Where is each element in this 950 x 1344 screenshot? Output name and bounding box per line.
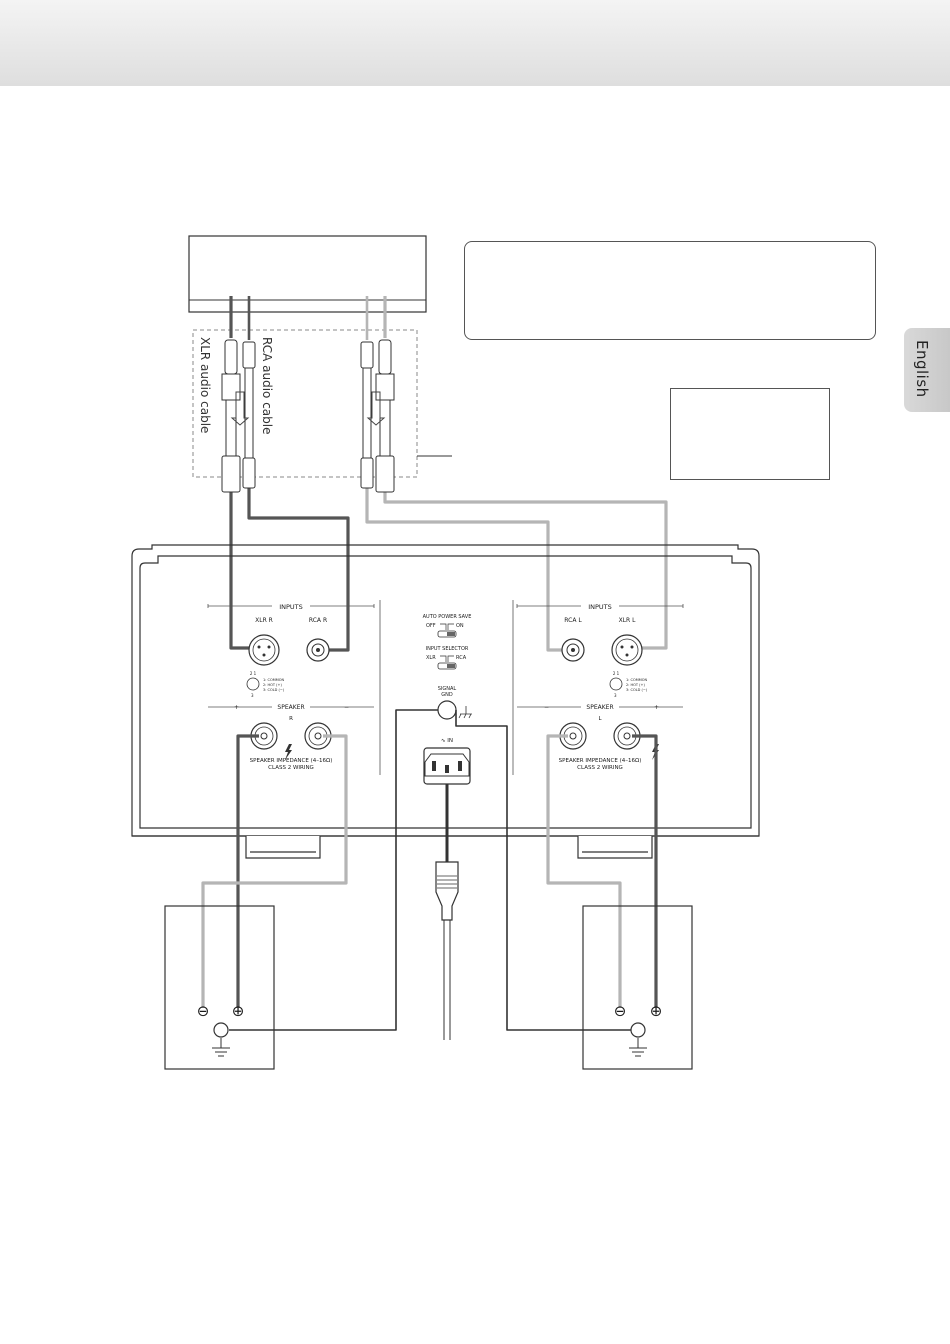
pin-line-2-r: 2: HOT (+)	[263, 683, 282, 687]
xlr-cable-label: XLR audio cable	[198, 337, 212, 433]
off-label: OFF	[426, 623, 436, 629]
ground-icon-r	[212, 1038, 230, 1057]
xlr-r-label: XLR R	[255, 617, 273, 624]
channel-l-section: INPUTS RCA L XLR L 2 1 3 1: COMMON 2: HO…	[544, 602, 659, 771]
impedance-line2-r: CLASS 2 WIRING	[268, 765, 314, 771]
pin-numbers-top-r: 2 1	[250, 671, 257, 676]
speaker-l-minus-symbol: ⊖	[614, 1002, 627, 1020]
cables-group	[229, 296, 668, 652]
channel-r-section: INPUTS XLR R RCA R 2 1 3 1: COMMON 2: HO…	[234, 602, 349, 771]
speaker-label-l: SPEAKER	[586, 704, 613, 711]
xlr-connectors-right	[221, 339, 256, 493]
rca-selector-label: RCA	[456, 655, 467, 661]
input-selector-label: INPUT SELECTOR	[426, 646, 469, 652]
pin-line-1-r: 1: COMMON	[263, 678, 285, 682]
note-box	[464, 241, 876, 340]
ground-icon-l	[629, 1038, 647, 1057]
inputs-label-r: INPUTS	[279, 603, 303, 611]
insert-arrow-left	[366, 391, 386, 426]
rca-r-label: RCA R	[309, 617, 327, 624]
pin-line-2-l: 2: HOT (+)	[626, 683, 645, 687]
pin-line-3-r: 3: COLD (−)	[263, 688, 285, 692]
impedance-line1-l: SPEAKER IMPEDANCE (4–16Ω)	[559, 758, 642, 764]
signal-gnd-terminal[interactable]	[437, 700, 457, 720]
channel-letter-l: L	[598, 716, 602, 722]
minus-mark-r: −	[344, 704, 349, 711]
pin-numbers-bottom-l: 3	[614, 693, 617, 698]
language-tab-label: English	[913, 340, 931, 398]
signal-label: SIGNAL	[438, 686, 457, 692]
speaker-label-r: SPEAKER	[277, 704, 304, 711]
speaker-l-plus-symbol: ⊕	[650, 1002, 663, 1020]
rca-l-label: RCA L	[564, 617, 582, 624]
speaker-r-minus-symbol: ⊖	[197, 1002, 210, 1020]
pin-numbers-bottom-r: 3	[251, 693, 254, 698]
impedance-line2-l: CLASS 2 WIRING	[577, 765, 623, 771]
plus-mark-l: +	[654, 704, 659, 711]
xlr-l-jack[interactable]	[611, 634, 643, 666]
center-controls: AUTO POWER SAVE OFF ON INPUT SELECTOR XL…	[423, 614, 472, 785]
power-cord	[435, 784, 459, 1040]
side-note-box	[670, 388, 830, 480]
xlr-connectors-left	[360, 339, 395, 493]
auto-power-save-label: AUTO POWER SAVE	[423, 614, 472, 620]
header-band	[0, 0, 950, 86]
speaker-right: ⊖ ⊕	[164, 905, 275, 1070]
pin-line-1-l: 1: COMMON	[626, 678, 648, 682]
pin-line-3-l: 3: COLD (−)	[626, 688, 648, 692]
cable-area-dashed	[192, 329, 418, 478]
amplifier-feet	[245, 836, 653, 859]
speaker-r-ground-terminal[interactable]	[213, 1022, 229, 1038]
xlr-selector-label: XLR	[426, 655, 436, 661]
language-tab[interactable]: English	[904, 328, 950, 412]
pin-diagram-r	[246, 677, 260, 691]
channel-letter-r: R	[289, 716, 293, 722]
impedance-line1-r: SPEAKER IMPEDANCE (4–16Ω)	[250, 758, 333, 764]
xlr-r-jack[interactable]	[248, 634, 280, 666]
on-label: ON	[456, 623, 464, 629]
speaker-r-plus-symbol: ⊕	[232, 1002, 245, 1020]
minus-mark-l: −	[544, 704, 549, 711]
inputs-label-l: INPUTS	[588, 603, 612, 611]
insert-arrow-right	[230, 391, 250, 426]
pin-diagram-l	[609, 677, 623, 691]
speaker-wires	[201, 709, 658, 1031]
lightning-icon-r	[285, 744, 292, 760]
speaker-l-ground-terminal[interactable]	[630, 1022, 646, 1038]
gnd-label: GND	[441, 692, 453, 698]
rca-cable-label: RCA audio cable	[260, 337, 274, 435]
xlr-l-label: XLR L	[619, 617, 637, 624]
pin-numbers-top-l: 2 1	[613, 671, 620, 676]
chassis-ground-icon	[458, 706, 472, 719]
speaker-left: ⊖ ⊕	[582, 905, 693, 1070]
plus-mark-r: +	[234, 704, 239, 711]
ac-in-label: ∿ IN	[441, 738, 453, 744]
source-device	[188, 235, 427, 313]
